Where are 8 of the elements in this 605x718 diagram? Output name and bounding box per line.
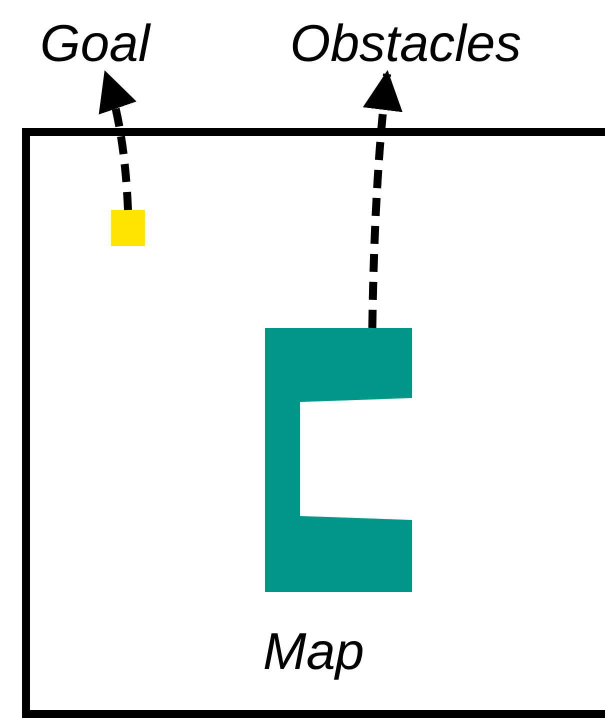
leader-line [363, 70, 403, 328]
callout-label: Obstacles [290, 18, 522, 70]
leader-line [98, 70, 136, 210]
goal-marker [111, 210, 145, 246]
map-frame [22, 128, 605, 718]
map-label: Map [263, 626, 364, 678]
obstacle-shape [265, 328, 412, 592]
callout-label: Goal [40, 18, 150, 70]
